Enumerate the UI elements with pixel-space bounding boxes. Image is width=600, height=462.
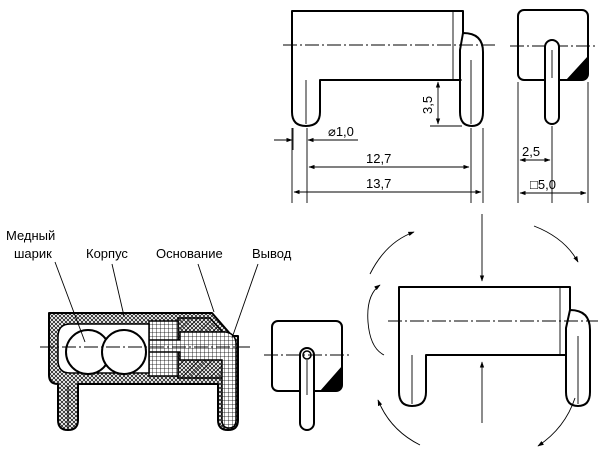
- end-view-top: [510, 9, 596, 203]
- label-base: Основание: [156, 246, 223, 261]
- label-copper-ball-line1: Медный: [6, 228, 55, 243]
- label-copper-ball-line2: шарик: [14, 246, 52, 261]
- label-lead: Вывод: [252, 246, 292, 261]
- dim-lead-diameter: ⌀1,0: [328, 124, 354, 139]
- side-view-bottom: [367, 214, 598, 447]
- dim-lead-spacing: 12,7: [366, 151, 391, 166]
- dim-square-body: □5,0: [530, 177, 556, 192]
- side-view-top: [274, 10, 495, 203]
- dim-overall-length: 13,7: [366, 176, 391, 191]
- cross-section-view: [40, 261, 259, 431]
- end-view-bottom: [264, 320, 350, 431]
- dim-lead-offset: 2,5: [522, 144, 540, 159]
- label-body: Корпус: [86, 246, 128, 261]
- dim-lead-height: 3,5: [420, 96, 435, 114]
